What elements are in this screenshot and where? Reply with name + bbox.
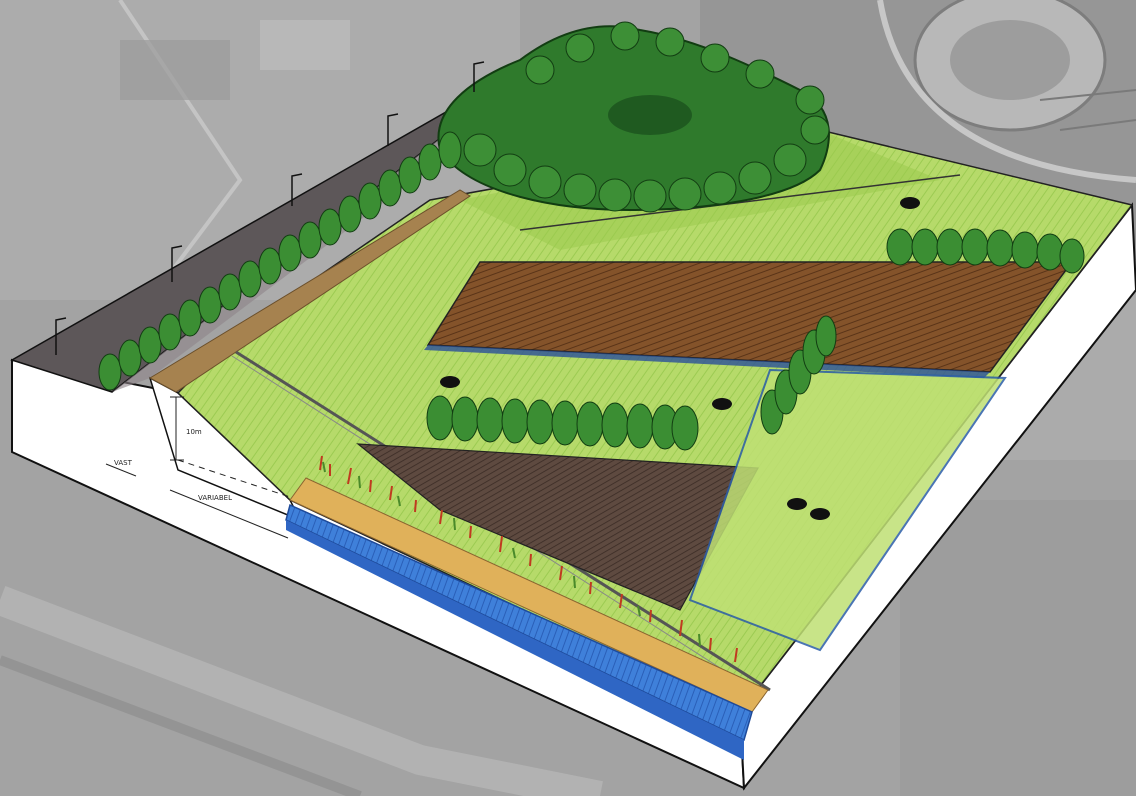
tree-row-middle [426,395,699,451]
dark-field [356,443,759,611]
water-channel [285,477,769,760]
forest [437,21,830,213]
street-lamps [55,61,485,355]
cows [440,197,920,520]
vast-label: VAST [114,459,133,467]
height-label: 10m [186,428,202,436]
reeds [319,455,738,663]
meadow-right [688,368,1007,652]
tree-row-vertical [760,315,837,435]
tree-row-road [98,131,462,391]
dimension-annotations [105,396,291,539]
tree-row-top-right [886,228,1085,274]
variable-label: VARIABEL [198,494,232,502]
